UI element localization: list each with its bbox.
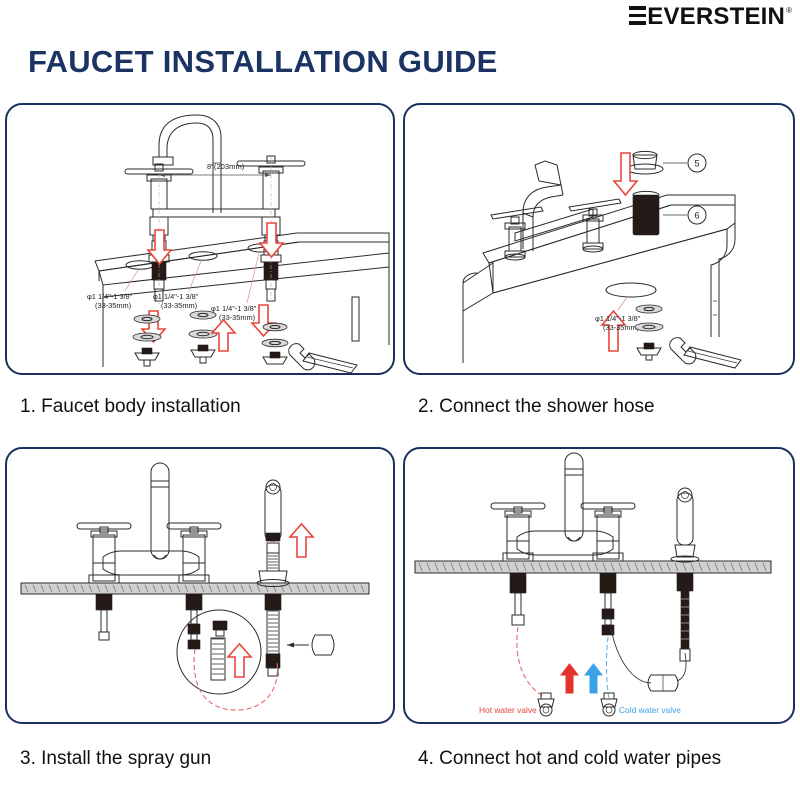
step-2-diagram: 5 6 φ1 1/4"-1 3/8" (33-35mm) [462,150,742,369]
step-3-diagram [20,462,370,711]
faucet-body [490,452,636,562]
hose-route-path [193,648,278,711]
spread-dimension-label: 8"(203mm) [207,162,245,171]
spray-gun [256,479,290,677]
step-panel-1: 8"(203mm) φ1 1/4"-1 3/8" (33-35mm) φ1 1/… [5,103,395,375]
step-2-caption: 2. Connect the shower hose [418,396,655,417]
callout-part-5: 5 [626,150,707,175]
svg-text:(33-35mm): (33-35mm) [603,323,639,332]
svg-text:6: 6 [694,211,699,221]
svg-text:(33-35mm): (33-35mm) [161,301,197,310]
side-spray-tube [351,296,360,342]
brand-name: EVERSTEIN [647,3,786,30]
page-title: FAUCET INSTALLATION GUIDE [28,44,498,79]
step-panel-3 [5,447,395,724]
svg-text:φ1 1/4"-1 3/8": φ1 1/4"-1 3/8" [153,292,199,301]
sink-deck [462,194,736,363]
step-1-diagram: 8"(203mm) φ1 1/4"-1 3/8" (33-35mm) φ1 1/… [87,114,390,373]
hole-size-label-3: φ1 1/4"-1 3/8" (33-35mm) [211,252,260,322]
spread-dimension: 8"(203mm) [159,162,271,177]
faucet-body [490,160,622,261]
arrow-up-icon-hot [559,663,580,694]
svg-text:(33-35mm): (33-35mm) [219,313,255,322]
step-1-caption: 1. Faucet body installation [20,396,241,417]
svg-text:(33-35mm): (33-35mm) [95,301,131,310]
wrench-tool [669,337,742,369]
step-3-caption: 3. Install the spray gun [20,748,212,769]
svg-text:φ1 1/4"-1 3/8": φ1 1/4"-1 3/8" [211,304,257,313]
mounting-nut [262,351,288,365]
arrow-up-icon [600,309,627,352]
faucet-body [76,462,222,584]
arrow-up-icon [210,318,237,352]
step-4-caption: 4. Connect hot and cold water pipes [418,748,722,769]
countertop [20,582,370,595]
middle-shank-assembly [185,593,203,650]
arrow-up-icon [288,522,315,558]
install-arrows-down [140,222,285,344]
arrow-down-icon [612,152,639,197]
hole-size-label: φ1 1/4"-1 3/8" (33-35mm) [595,296,641,332]
svg-text:φ1 1/4"-1 3/8": φ1 1/4"-1 3/8" [595,314,641,323]
registered-trademark-symbol: ® [786,6,792,15]
mounting-nut [636,342,662,361]
hole-size-label-1: φ1 1/4"-1 3/8" (33-35mm) [87,269,139,310]
hardware-parts [634,304,664,361]
hose-weight-part [287,634,335,656]
brand-logo: EVERSTEIN ® [629,4,792,29]
arrow-down-icon [258,222,285,259]
step-panel-4: Hot water valve Cold water valve [403,447,795,724]
deck-mounting-hole [605,282,657,298]
svg-text:φ1 1/4"-1 3/8": φ1 1/4"-1 3/8" [87,292,133,301]
hot-supply-line [509,572,546,698]
countertop [414,560,772,574]
svg-text:5: 5 [694,159,699,169]
hardware-parts [132,310,289,367]
arrow-down-icon [146,229,173,266]
cold-water-valve [600,692,618,717]
wrench-tool [288,343,358,373]
mounting-nut [134,347,160,367]
detail-magnifier [176,609,262,695]
spray-hose-route [610,628,687,692]
arrow-up-icon [226,642,253,678]
step-4-diagram: Hot water valve Cold water valve [414,452,772,717]
cold-water-valve-label: Cold water valve [619,705,681,715]
mounting-nut [190,344,216,364]
spray-gun [670,487,700,662]
cold-supply-line [599,572,617,700]
step-panel-2: 5 6 φ1 1/4"-1 3/8" (33-35mm) [403,103,795,375]
left-shank-assembly [95,593,113,641]
faucet-body [124,114,306,302]
arrow-up-icon-cold [583,663,604,694]
hot-water-valve [537,692,555,717]
countertop [94,232,390,367]
callout-part-6: 6 [632,190,707,236]
hole-size-label-2: φ1 1/4"-1 3/8" (33-35mm) [153,260,202,310]
triple-bar-e-icon [629,6,647,25]
hot-water-valve-label: Hot water valve [479,705,537,715]
